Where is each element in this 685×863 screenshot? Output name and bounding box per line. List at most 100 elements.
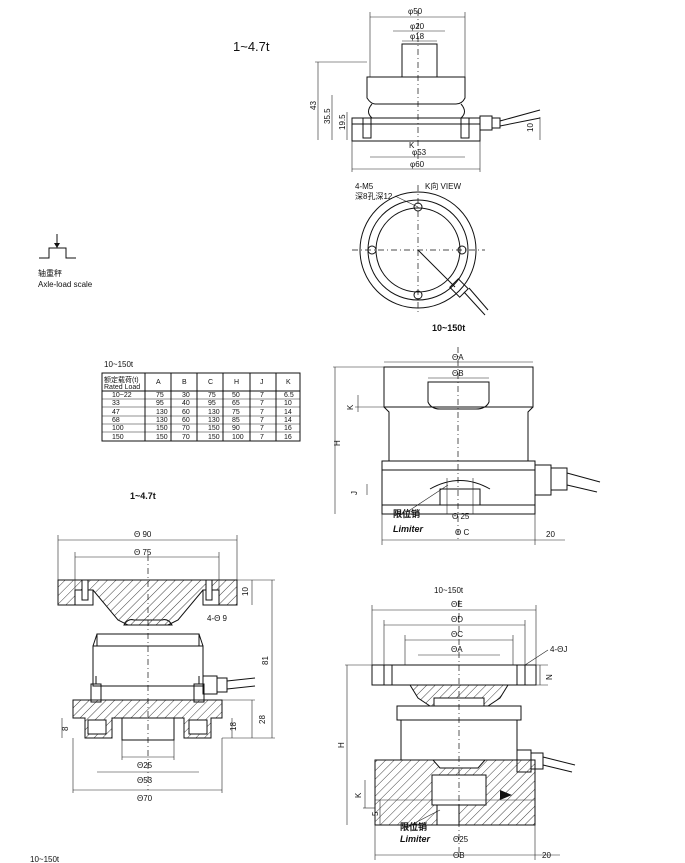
view3-limiter-en: Limiter <box>393 524 424 534</box>
table-header-cn: 额定载荷(t) <box>104 375 139 384</box>
view3-j: J <box>350 491 359 495</box>
table-cell: 150 <box>208 434 220 441</box>
table-header-j: J <box>260 379 264 386</box>
view3-limiter-cn: 限位销 <box>393 508 420 519</box>
table-cell: 95 <box>156 400 164 407</box>
view4-section <box>57 535 275 793</box>
table-header-c: C <box>208 379 213 386</box>
table-cell: 130 <box>156 417 168 424</box>
table-cell: 130 <box>156 409 168 416</box>
title-bottom-cut: 10~150t <box>30 855 60 863</box>
view4-d53: Θ53 <box>137 776 153 785</box>
table-cell: 33 <box>112 400 120 407</box>
view1-d18: φ18 <box>410 32 425 41</box>
view1-d60: φ60 <box>410 160 425 169</box>
view2-holes: 4-M5 <box>355 182 374 191</box>
view5-dC: ΘC <box>451 630 463 639</box>
view3-dC: Θ C <box>455 528 469 537</box>
table-cell: 100 <box>112 425 124 432</box>
view5-limiter-cn: 限位销 <box>400 821 427 832</box>
view5-d25: Θ25 <box>453 835 469 844</box>
view2-depth-note: 深8孔深12 <box>355 192 393 201</box>
table-cell: 47 <box>112 409 120 416</box>
view5-dA: ΘA <box>451 645 463 654</box>
view2-bottom-view <box>352 185 489 316</box>
table-cell: 70 <box>182 425 190 432</box>
view4-d75: Θ 75 <box>134 548 152 557</box>
table-cell: 75 <box>156 392 164 399</box>
table-cell: 65 <box>232 400 240 407</box>
table-cell: 75 <box>208 392 216 399</box>
table-cell: 95 <box>208 400 216 407</box>
view5-w20: 20 <box>542 851 551 860</box>
table-cell: 60 <box>182 409 190 416</box>
axle-load-symbol <box>39 234 76 259</box>
view1-k: K <box>409 141 415 150</box>
title-small-b: 1~4.7t <box>130 491 156 501</box>
table-cell: 60 <box>182 417 190 424</box>
view1-side-elevation <box>315 10 541 172</box>
view2-k-view: K向 VIEW <box>425 181 461 191</box>
view5-k: K <box>354 792 363 798</box>
view5-h: H <box>337 742 346 748</box>
title-large-a: 10~150t <box>432 323 465 333</box>
table-header-en: Rated Load <box>104 384 140 391</box>
view4-d70: Θ70 <box>137 794 153 803</box>
view4-d25: Θ25 <box>137 761 153 770</box>
view5-dB: ΘB <box>453 851 465 860</box>
view5-n: N <box>545 674 554 680</box>
view4-h10: 10 <box>241 587 250 596</box>
table-header-h: H <box>234 379 239 386</box>
table-cell: 150 <box>156 425 168 432</box>
table-cell: 30 <box>182 392 190 399</box>
title-table: 10~150t <box>104 360 134 369</box>
view5-section <box>345 600 576 860</box>
table-cell: 90 <box>232 425 240 432</box>
view5-dE: ΘE <box>451 600 463 609</box>
view1-d50: φ50 <box>408 7 423 16</box>
table-cell: 10~22 <box>112 392 132 399</box>
view1-h35-5: 35.5 <box>323 108 332 124</box>
table-cell: 7 <box>260 425 264 432</box>
legend-label-en: Axle-load scale <box>38 280 93 289</box>
view4-holes: 4-Θ 9 <box>207 614 228 623</box>
rating-table <box>101 372 301 442</box>
table-cell: 7 <box>260 392 264 399</box>
table-cell: 75 <box>232 409 240 416</box>
view5-h5: 5 <box>371 811 380 816</box>
table-header-b: B <box>182 379 187 386</box>
table-cell: 85 <box>232 417 240 424</box>
table-cell: 6.5 <box>284 392 294 399</box>
view3-k: K <box>346 404 355 410</box>
table-cell: 10 <box>284 400 292 407</box>
table-cell: 7 <box>260 400 264 407</box>
table-cell: 16 <box>284 434 292 441</box>
table-cell: 40 <box>182 400 190 407</box>
table-cell: 130 <box>208 417 220 424</box>
table-cell: 100 <box>232 434 244 441</box>
table-cell: 7 <box>260 434 264 441</box>
table-cell: 16 <box>284 425 292 432</box>
table-cell: 7 <box>260 409 264 416</box>
view1-d53: φ53 <box>412 148 427 157</box>
view1-h10: 10 <box>526 123 535 132</box>
table-cell: 50 <box>232 392 240 399</box>
view4-h8: 8 <box>61 726 70 731</box>
view3-dA: ΘA <box>452 353 464 362</box>
view3-w20: 20 <box>546 530 555 539</box>
view4-h28: 28 <box>258 715 267 724</box>
view3-elevation <box>333 347 601 545</box>
view3-dB: ΘB <box>452 369 464 378</box>
table-header-k: K <box>286 379 291 386</box>
table-cell: 130 <box>208 409 220 416</box>
view5-holes: 4-ΘJ <box>550 645 567 654</box>
table-cell: 14 <box>284 409 292 416</box>
view3-h: H <box>333 440 342 446</box>
table-cell: 14 <box>284 417 292 424</box>
view5-limiter-en: Limiter <box>400 834 431 844</box>
title-small-top: 1~4.7t <box>233 39 270 54</box>
table-cell: 150 <box>112 434 124 441</box>
view1-h19-5: 19.5 <box>338 114 347 130</box>
title-large-b: 10~150t <box>434 586 464 595</box>
